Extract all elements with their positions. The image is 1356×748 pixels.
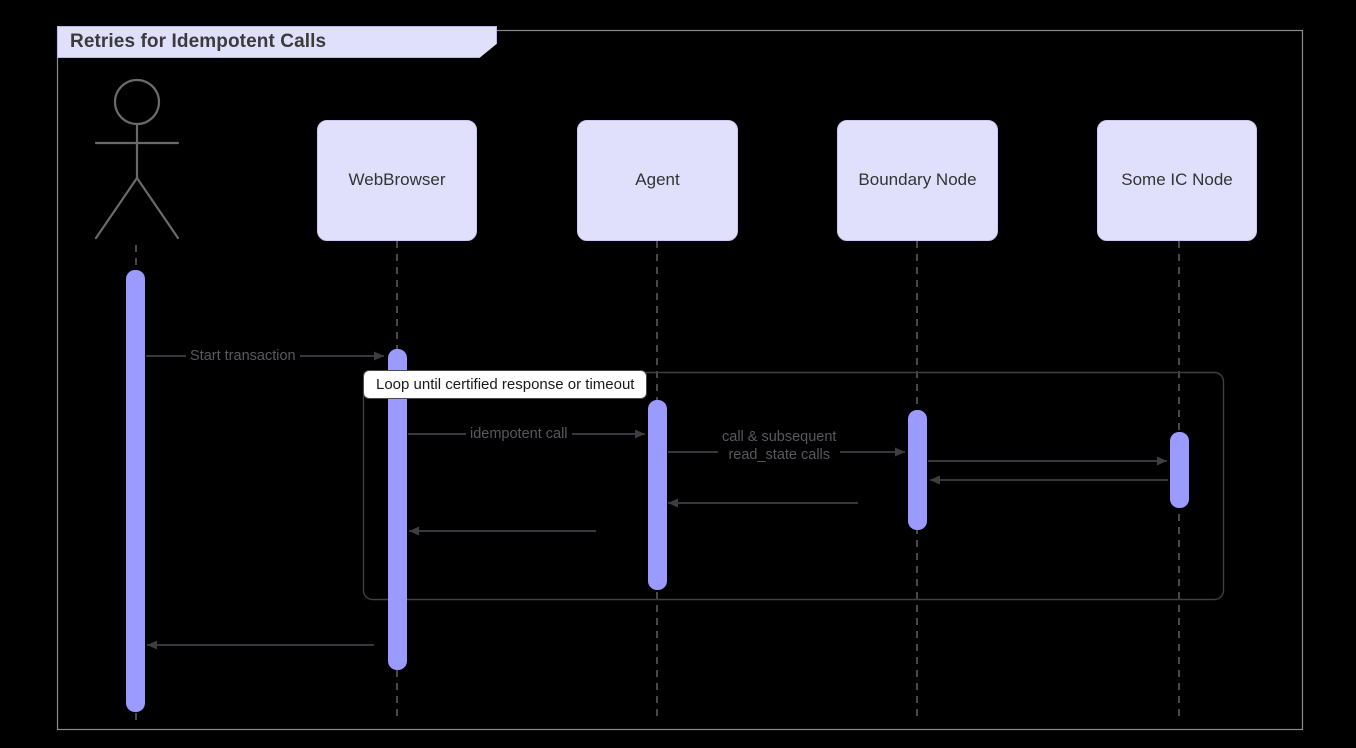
participant-label-some-ic-node: Some IC Node: [1121, 170, 1233, 190]
participant-boundary-node[interactable]: Boundary Node: [837, 120, 998, 241]
message-label-idempotent-call-text: idempotent call: [470, 426, 568, 442]
participant-label-agent: Agent: [635, 170, 680, 190]
participant-webbrowser[interactable]: WebBrowser: [317, 120, 477, 241]
message-label-call-and-read-state-line1: call & subsequent: [722, 429, 837, 445]
participant-agent[interactable]: Agent: [577, 120, 738, 241]
activation-webbrowser: [388, 349, 407, 670]
loop-fragment-label-box: Loop until certified response or timeout: [363, 370, 648, 399]
loop-fragment-label-text: Loop until certified response or timeout: [376, 376, 635, 393]
actor-stick-figure: [94, 78, 180, 240]
activation-agent: [648, 400, 667, 590]
activation-some-ic-node: [1170, 432, 1189, 508]
participant-label-boundary-node: Boundary Node: [858, 170, 977, 190]
message-label-call-and-read-state: call & subsequent read_state calls: [718, 428, 841, 465]
frame-title-tab: Retries for Idempotent Calls: [57, 26, 497, 58]
message-label-start-transaction-text: Start transaction: [190, 348, 296, 364]
loop-fragment-box: [362, 371, 1225, 601]
frame-title-text: Retries for Idempotent Calls: [70, 31, 327, 52]
frame-border: [56, 29, 1304, 731]
message-label-start-transaction: Start transaction: [186, 347, 300, 366]
message-arrows: [146, 351, 1168, 650]
participant-label-webbrowser: WebBrowser: [348, 170, 446, 190]
message-label-call-and-read-state-line2: read_state calls: [728, 447, 831, 464]
participant-some-ic-node[interactable]: Some IC Node: [1097, 120, 1257, 241]
message-label-idempotent-call: idempotent call: [466, 425, 572, 444]
activation-actor: [126, 270, 145, 712]
activation-boundary-node: [908, 410, 927, 530]
